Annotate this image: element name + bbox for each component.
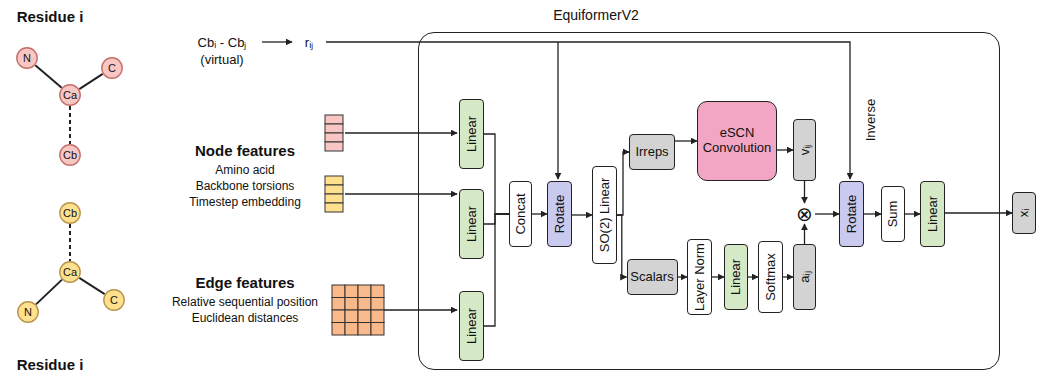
node-label: Ca [63,266,77,279]
node-feature-icon [325,115,343,212]
node-label: Scalars [630,270,673,285]
flow-connector [783,276,793,277]
edge-feature-icon [332,285,384,335]
flow-connector [905,213,920,214]
flow-connector [678,276,688,277]
node-label: Layer Norm [692,243,707,311]
node-label: Linear [729,259,744,295]
rotate-box: Rotate [839,181,864,247]
linear-box: Linear [724,244,748,310]
flow-connector [815,213,839,214]
atom-circle: Cb [59,144,81,166]
node-label: Ca [63,89,77,102]
flow-connector [804,224,805,244]
feature-item: Backbone torsions [196,179,295,193]
section-heading: Node features [195,142,295,159]
atom-circle: Ca [59,261,81,283]
linear-box: Linear [459,189,484,259]
node-label: Softmax [763,253,778,301]
bond-line [69,106,71,144]
flow-connector [864,213,881,214]
model-container: EquiformerV2LinearLinearLinearConcatRota… [418,32,1000,370]
node-label: Linear [464,308,479,344]
flow-connector [532,213,547,214]
node-label: C [110,294,118,307]
node-label: N [23,52,31,65]
node-label: SO(2) Linear [597,178,612,252]
concat-box: Concat [509,181,532,247]
flow-connector [617,215,627,277]
output-box: xᵢ [1012,192,1036,234]
feature-item: Euclidean distances [192,311,299,325]
node-label: Linear [925,196,940,232]
bond-line [79,278,104,294]
node-label: aᵢⱼ [797,271,812,282]
softmax-box: Softmax [758,241,783,313]
flow-connector [777,149,793,150]
flow-connector [484,214,509,326]
inverse-label: Inverse [863,99,878,142]
bond-line [79,74,102,89]
bond-line [36,280,62,305]
bond-line [35,65,61,88]
scalars-box: Scalars [627,259,678,295]
flow-connector [484,214,509,224]
flow-connector [748,276,758,277]
node-label: vᵢⱼ [797,145,812,156]
node-label: ⊗ [796,204,813,224]
vector-label: rᵢⱼ [305,33,313,51]
feature-item: Relative sequential position [172,295,318,309]
layernorm-box: Layer Norm [687,239,712,315]
linear-box: Linear [459,99,484,169]
node-label: Concat [513,193,528,234]
sum-box: Sum [881,186,905,242]
residue-label: Residue i [17,356,84,373]
so2-linear-box: SO(2) Linear [592,166,617,264]
feature-item: Timestep embedding [189,195,301,209]
section-heading: Edge features [195,274,294,291]
node-label: xᵢ [1017,209,1032,218]
node-label: Linear [464,116,479,152]
distance-label: Cbᵢ - Cbⱼ [198,33,247,51]
flow-connector [675,140,697,141]
node-label: Cb [63,149,77,162]
node-label: Rotate [844,195,859,233]
atom-circle: N [16,47,38,69]
node-label: eSCN Convolution [702,126,772,156]
flow-connector [804,181,805,203]
flow-connector [617,152,629,215]
linear-box: Linear [459,291,484,361]
residue-label: Residue i [17,8,84,25]
atom-circle: N [17,301,39,323]
flow-connector [712,276,724,277]
irreps-box: Irreps [629,134,675,170]
bond-line [69,224,71,261]
atom-circle: C [103,289,125,311]
value-box: vᵢⱼ [793,119,816,181]
flow-connector [572,214,592,215]
node-label: Irreps [635,145,668,160]
feature-item: Amino acid [215,163,274,177]
atom-circle: C [101,57,123,79]
virtual-note: (virtual) [200,52,243,67]
rotate-box: Rotate [547,181,572,247]
flow-connector [484,134,509,214]
linear-box: Linear [920,181,945,247]
atom-circle: Cb [59,202,81,224]
node-label: Sum [886,201,901,228]
node-label: Cb [63,207,77,220]
node-label: Linear [464,206,479,242]
node-label: N [24,306,32,319]
attention-box: aᵢⱼ [793,244,816,310]
flow-connector [945,212,1012,213]
node-label: Rotate [552,195,567,233]
container-title: EquiformerV2 [553,7,639,23]
atom-circle: Ca [59,84,81,106]
node-label: C [108,62,116,75]
multiply-symbol: ⊗ [794,203,815,224]
conv-box: eSCN Convolution [697,101,777,181]
